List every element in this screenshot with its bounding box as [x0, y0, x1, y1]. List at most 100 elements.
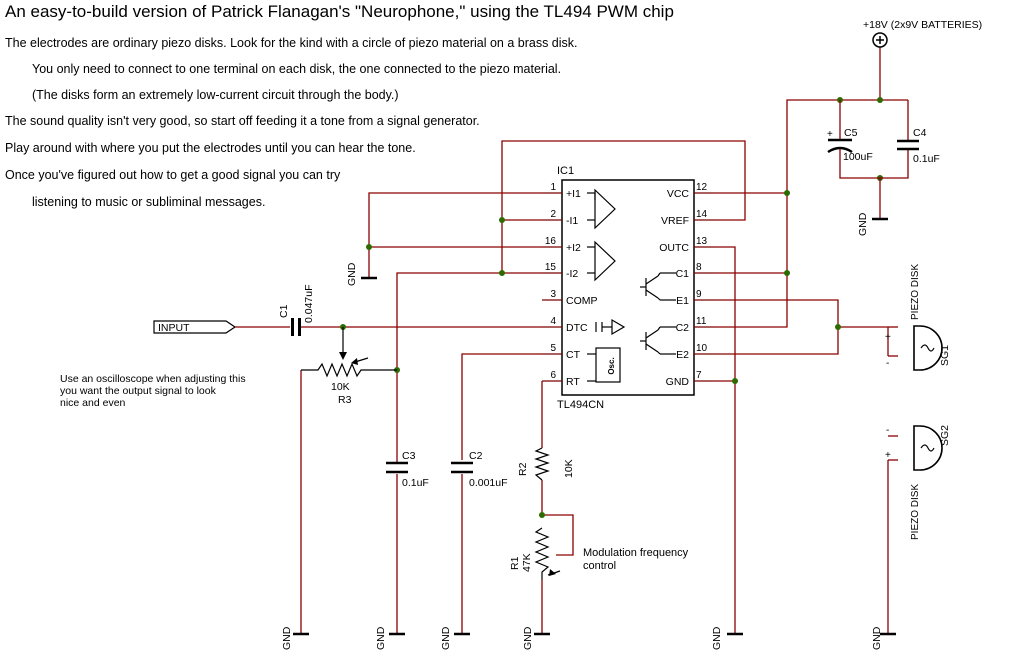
gnd-label: GND: [711, 626, 723, 650]
sg1-minus: -: [886, 358, 889, 369]
pin-number: 13: [696, 236, 708, 247]
modulation-note: control: [583, 560, 616, 572]
scope-note: you want the output signal to look: [60, 385, 217, 397]
gnd-label: GND: [522, 626, 534, 650]
gnd-power: GND: [857, 212, 888, 236]
c2-capacitor: C2 0.001uF: [451, 450, 508, 489]
gnd-sg2: GND: [871, 626, 896, 650]
sg2-piezo: - + SG2 PIEZO DISK: [885, 425, 951, 540]
pin-name: VREF: [661, 215, 689, 227]
c5-ref: C5: [844, 127, 858, 139]
pin-name: -I1: [566, 215, 578, 227]
note-line: You only need to connect to one terminal…: [32, 62, 562, 76]
c5-value: 100uF: [843, 151, 873, 163]
r1-ref: R1: [509, 556, 521, 570]
sg1-piezo: + - SG1 PIEZO DISK: [885, 264, 951, 371]
pin-name: OUTC: [659, 242, 689, 254]
pin-number: 3: [550, 289, 556, 300]
pin-name: C1: [676, 268, 690, 280]
note-line: The sound quality isn't very good, so st…: [5, 114, 480, 128]
gnd-label: GND: [281, 626, 293, 650]
c5-plus: +: [827, 129, 833, 140]
c1-value: 0.047uF: [303, 284, 315, 323]
wires: [300, 47, 908, 633]
note-line: Once you've figured out how to get a goo…: [5, 168, 341, 182]
r3-potentiometer: [301, 327, 397, 378]
gnd-c2: GND: [440, 626, 470, 650]
sg2-minus: -: [886, 425, 889, 436]
gnd-r1: GND: [522, 626, 550, 650]
note-line: listening to music or subliminal message…: [32, 195, 266, 209]
pin-name: COMP: [566, 295, 598, 307]
left-pin-stubs: [542, 192, 562, 382]
ic-body: [561, 179, 695, 396]
c2-ref: C2: [469, 450, 483, 462]
r1-potentiometer: R1 47K: [509, 527, 561, 580]
gnd-left-bus: GND: [346, 262, 377, 286]
junctions: [340, 97, 883, 518]
sg2-label: PIEZO DISK: [910, 484, 921, 540]
pin-number: 14: [696, 209, 708, 220]
gnd-label: GND: [440, 626, 452, 650]
note-line: Play around with where you put the elect…: [5, 141, 416, 155]
gnd-ic: GND: [711, 626, 743, 650]
pin-number: 1: [550, 182, 556, 193]
pin-number: 8: [696, 262, 702, 273]
pin-number: 5: [550, 343, 556, 354]
c4-capacitor: C4 0.1uF: [897, 100, 940, 165]
c3-ref: C3: [402, 450, 416, 462]
input-port: INPUT: [153, 320, 290, 334]
pin-number: 12: [696, 182, 708, 193]
power-label: +18V (2x9V BATTERIES): [863, 19, 982, 31]
r3-ref: R3: [338, 394, 352, 406]
opamp-1-icon: [587, 188, 616, 230]
opamp-2-icon: [587, 240, 616, 282]
input-label: INPUT: [158, 322, 190, 334]
r2-ref: R2: [517, 462, 529, 476]
gnd-label: GND: [871, 626, 883, 650]
r1-value: 47K: [521, 553, 533, 572]
gnd-label: GND: [857, 212, 869, 236]
pin-number: 9: [696, 289, 702, 300]
gnd-r3: GND: [281, 626, 309, 650]
c4-ref: C4: [913, 127, 927, 139]
scope-note: nice and even: [60, 397, 126, 409]
pin-number: 7: [696, 370, 702, 381]
pin-name: VCC: [667, 188, 690, 200]
c1-capacitor: C1 0.047uF: [278, 284, 315, 336]
pin-name: E2: [676, 349, 689, 361]
gnd-c3: GND: [375, 626, 405, 650]
c1-ref: C1: [278, 304, 290, 318]
gnd-label: GND: [375, 626, 387, 650]
sg1-plus: +: [885, 332, 891, 343]
pin-number: 6: [550, 370, 556, 381]
note-line: (The disks form an extremely low-current…: [32, 88, 399, 102]
c3-capacitor: C3 0.1uF: [386, 450, 429, 489]
pin-name: C2: [676, 322, 690, 334]
c5-capacitor: + C5 100uF: [827, 100, 909, 218]
ic-ref: IC1: [557, 165, 574, 177]
pin-name: DTC: [566, 322, 588, 334]
sg1-ref: SG1: [939, 345, 951, 366]
pin-number: 4: [550, 316, 556, 327]
modulation-note: Modulation frequency: [583, 547, 689, 559]
transistor-1-icon: [640, 272, 676, 301]
pin-number: 15: [545, 262, 557, 273]
c3-value: 0.1uF: [402, 477, 429, 489]
c2-value: 0.001uF: [469, 477, 508, 489]
oscillator-block: Osc.: [587, 347, 621, 383]
pin-name: CT: [566, 349, 581, 361]
r2-value: 10K: [563, 459, 575, 478]
power-terminal: +18V (2x9V BATTERIES): [863, 19, 982, 48]
r2-resistor: R2 10K: [517, 447, 575, 481]
pin-name: RT: [566, 376, 580, 388]
pin-number: 11: [696, 316, 707, 327]
pin-name: +I1: [566, 188, 581, 200]
pin-name: E1: [676, 295, 689, 307]
sg2-ref: SG2: [939, 425, 951, 446]
gnd-label: GND: [346, 262, 358, 286]
transistor-2-icon: [640, 326, 676, 355]
r3-value: 10K: [331, 381, 350, 393]
sg1-label: PIEZO DISK: [910, 264, 921, 320]
